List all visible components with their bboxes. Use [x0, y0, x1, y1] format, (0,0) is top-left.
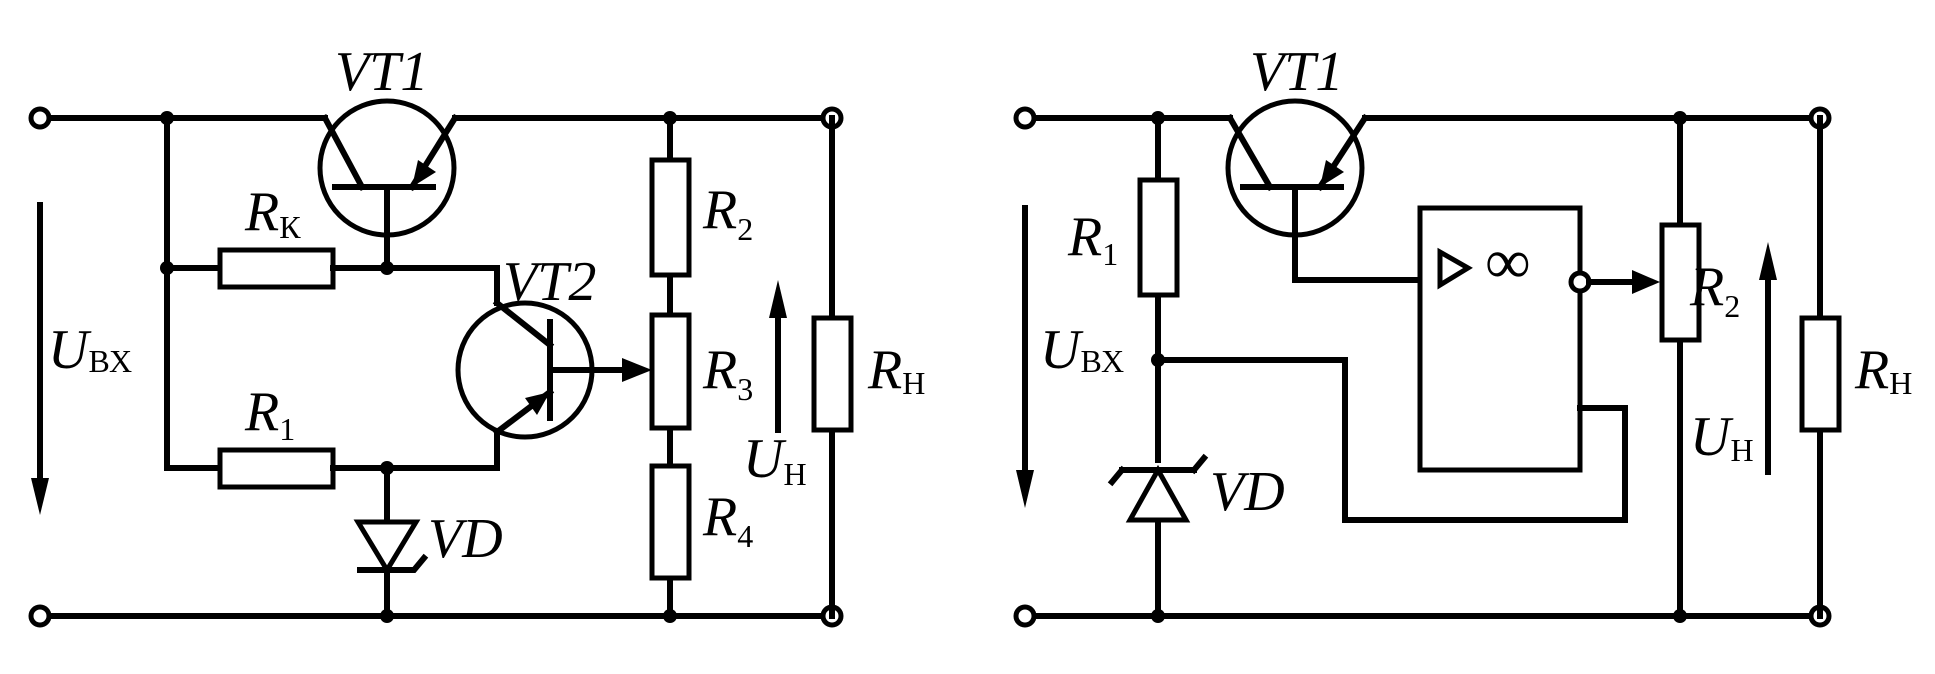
transistor-vt1-right [1225, 98, 1423, 283]
left-circuit: VT1 VT2 RК R1 R2 R3 R4 RН VD UВХ UН [28, 41, 925, 628]
label-rn-right: RН [1854, 339, 1912, 401]
label-r3-left: R3 [702, 339, 753, 407]
left-vertical-bus [164, 115, 223, 471]
r1-to-vt2-emitter-wire [330, 429, 500, 471]
left-input-terminal-bottom [28, 604, 52, 628]
resistor-r4 [649, 463, 692, 581]
junction-dot [1673, 609, 1687, 623]
transistor-vt1-left [317, 98, 460, 271]
label-vt1-left: VT1 [335, 41, 428, 103]
resistor-rk [217, 247, 336, 290]
input-voltage-arrow-right [1016, 205, 1034, 508]
resistor-rn [811, 315, 854, 433]
resistor-r2-right [1659, 222, 1702, 343]
label-r2-right: R2 [1689, 256, 1740, 324]
resistor-rn-right [1799, 315, 1842, 433]
zener-diode-vd-right [1107, 453, 1209, 523]
left-input-terminal-top [28, 106, 52, 130]
label-rn-left: RН [867, 339, 925, 401]
junction-dot [1151, 609, 1165, 623]
label-un-right: UН [1690, 406, 1754, 468]
resistor-r2 [649, 157, 692, 278]
junction-dot [1151, 111, 1165, 125]
label-r1-left: R1 [244, 381, 295, 447]
junction-dot [160, 261, 174, 275]
label-r4-left: R4 [702, 486, 753, 554]
right-circuit: ∞ VT1 R1 UВХ VD R2 UН RН [1013, 41, 1912, 628]
output-voltage-arrow-right [1759, 242, 1777, 475]
junction-dot [663, 609, 677, 623]
transistor-vt2-left [455, 298, 652, 440]
label-vd-right: VD [1210, 461, 1285, 523]
label-vd-left: VD [428, 508, 503, 570]
resistor-r3 [649, 312, 692, 431]
junction-dot [1673, 111, 1687, 125]
zener-diode-vd-left [353, 465, 429, 623]
label-r1-right: R1 [1067, 206, 1118, 272]
resistor-r1 [217, 447, 336, 490]
label-r2-left: R2 [702, 179, 753, 247]
right-input-terminal-top [1013, 106, 1037, 130]
output-voltage-arrow-left [769, 280, 787, 433]
opamp-block: ∞ [1417, 205, 1660, 473]
label-uvx-right: UВХ [1040, 319, 1124, 381]
reference-feedback-wire [1155, 357, 1628, 523]
label-vt1-right: VT1 [1250, 41, 1343, 103]
junction-dot [663, 111, 677, 125]
label-uvx-left: UВХ [48, 319, 132, 381]
input-voltage-arrow-left [31, 202, 49, 515]
resistor-r1-right [1137, 177, 1180, 298]
opamp-infinity-symbol: ∞ [1485, 226, 1531, 297]
junction-dot [160, 111, 174, 125]
right-input-terminal-bottom [1013, 604, 1037, 628]
label-rk: RК [244, 181, 301, 245]
label-un-left: UН [743, 428, 807, 492]
rk-to-vt2-collector-wire [330, 265, 500, 306]
label-vt2-left: VT2 [503, 251, 596, 313]
